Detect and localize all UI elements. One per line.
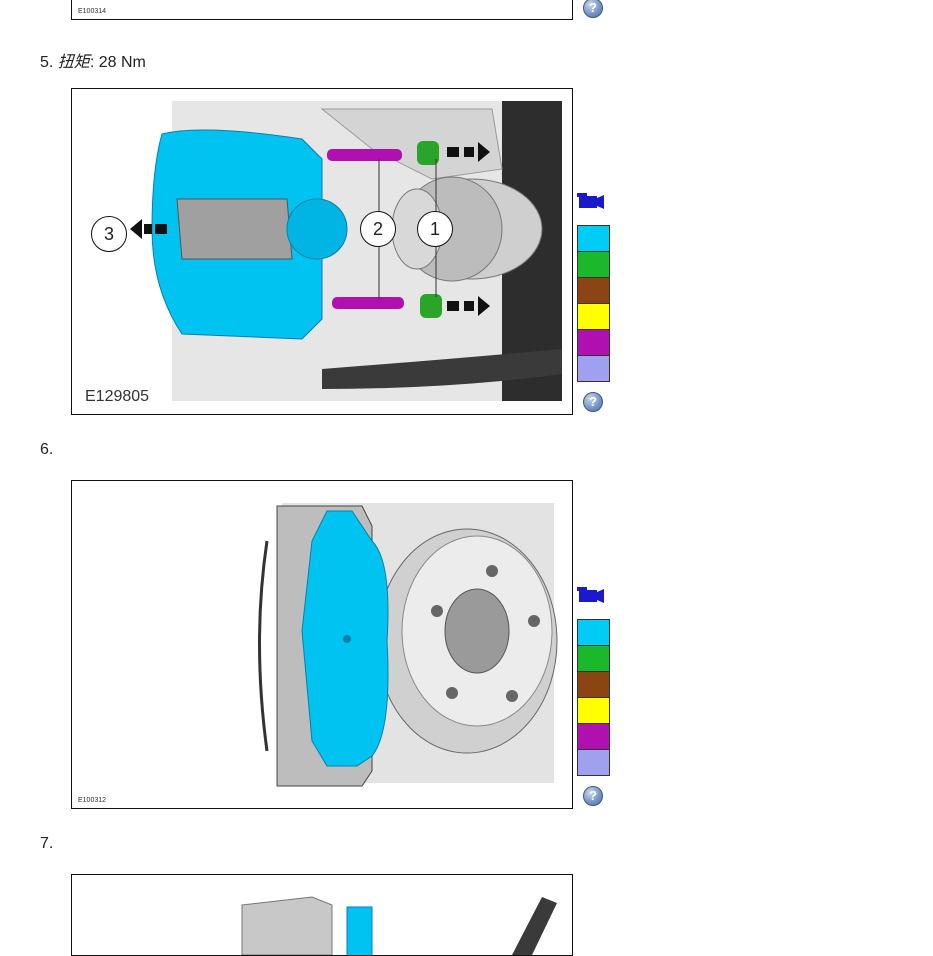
legend-swatch-green [577,646,610,672]
brake-pad-disc-illustration [258,503,558,787]
camera-icon[interactable] [577,586,605,608]
legend-swatch-brown [577,278,610,304]
color-legend [577,586,610,776]
callout-1: 1 [417,211,453,247]
legend-swatch-green [577,252,610,278]
help-icon[interactable]: ? [583,0,603,18]
legend-swatch-cyan [577,225,610,252]
step-7: 7. [40,835,53,853]
legend-swatch-lavender [577,356,610,382]
step-number: 6. [40,441,54,458]
color-legend [577,192,610,382]
legend-swatch-lavender [577,750,610,776]
figure-code: E129805 [85,388,150,405]
figure-e100312: E100312 [71,480,573,809]
callout-3: 3 [91,216,127,252]
step-number: 7. [40,835,54,852]
legend-swatch-yellow [577,698,610,724]
step-6: 6. [40,441,53,459]
torque-value: : 28 Nm [89,54,146,71]
figure-e129805: 3 2 1 E129805 [71,88,573,415]
figure-code: E100312 [78,797,107,804]
torque-label: 扭矩 [57,54,90,71]
figure-step7 [71,874,573,956]
legend-swatch-magenta [577,724,610,750]
camera-icon[interactable] [577,192,605,214]
step-5: 5. 扭矩: 28 Nm [40,48,146,72]
legend-swatch-brown [577,672,610,698]
figure-code: E100314 [78,8,107,15]
legend-swatch-yellow [577,304,610,330]
step-number: 5. [40,54,54,71]
caliper-removal-illustration [130,101,562,401]
callout-2: 2 [360,211,396,247]
help-icon[interactable]: ? [583,392,603,412]
caliper-partial-illustration [241,896,557,955]
legend-swatch-magenta [577,330,610,356]
legend-swatch-cyan [577,619,610,646]
help-icon[interactable]: ? [583,786,603,806]
figure-e100314: E100314 [71,0,573,20]
